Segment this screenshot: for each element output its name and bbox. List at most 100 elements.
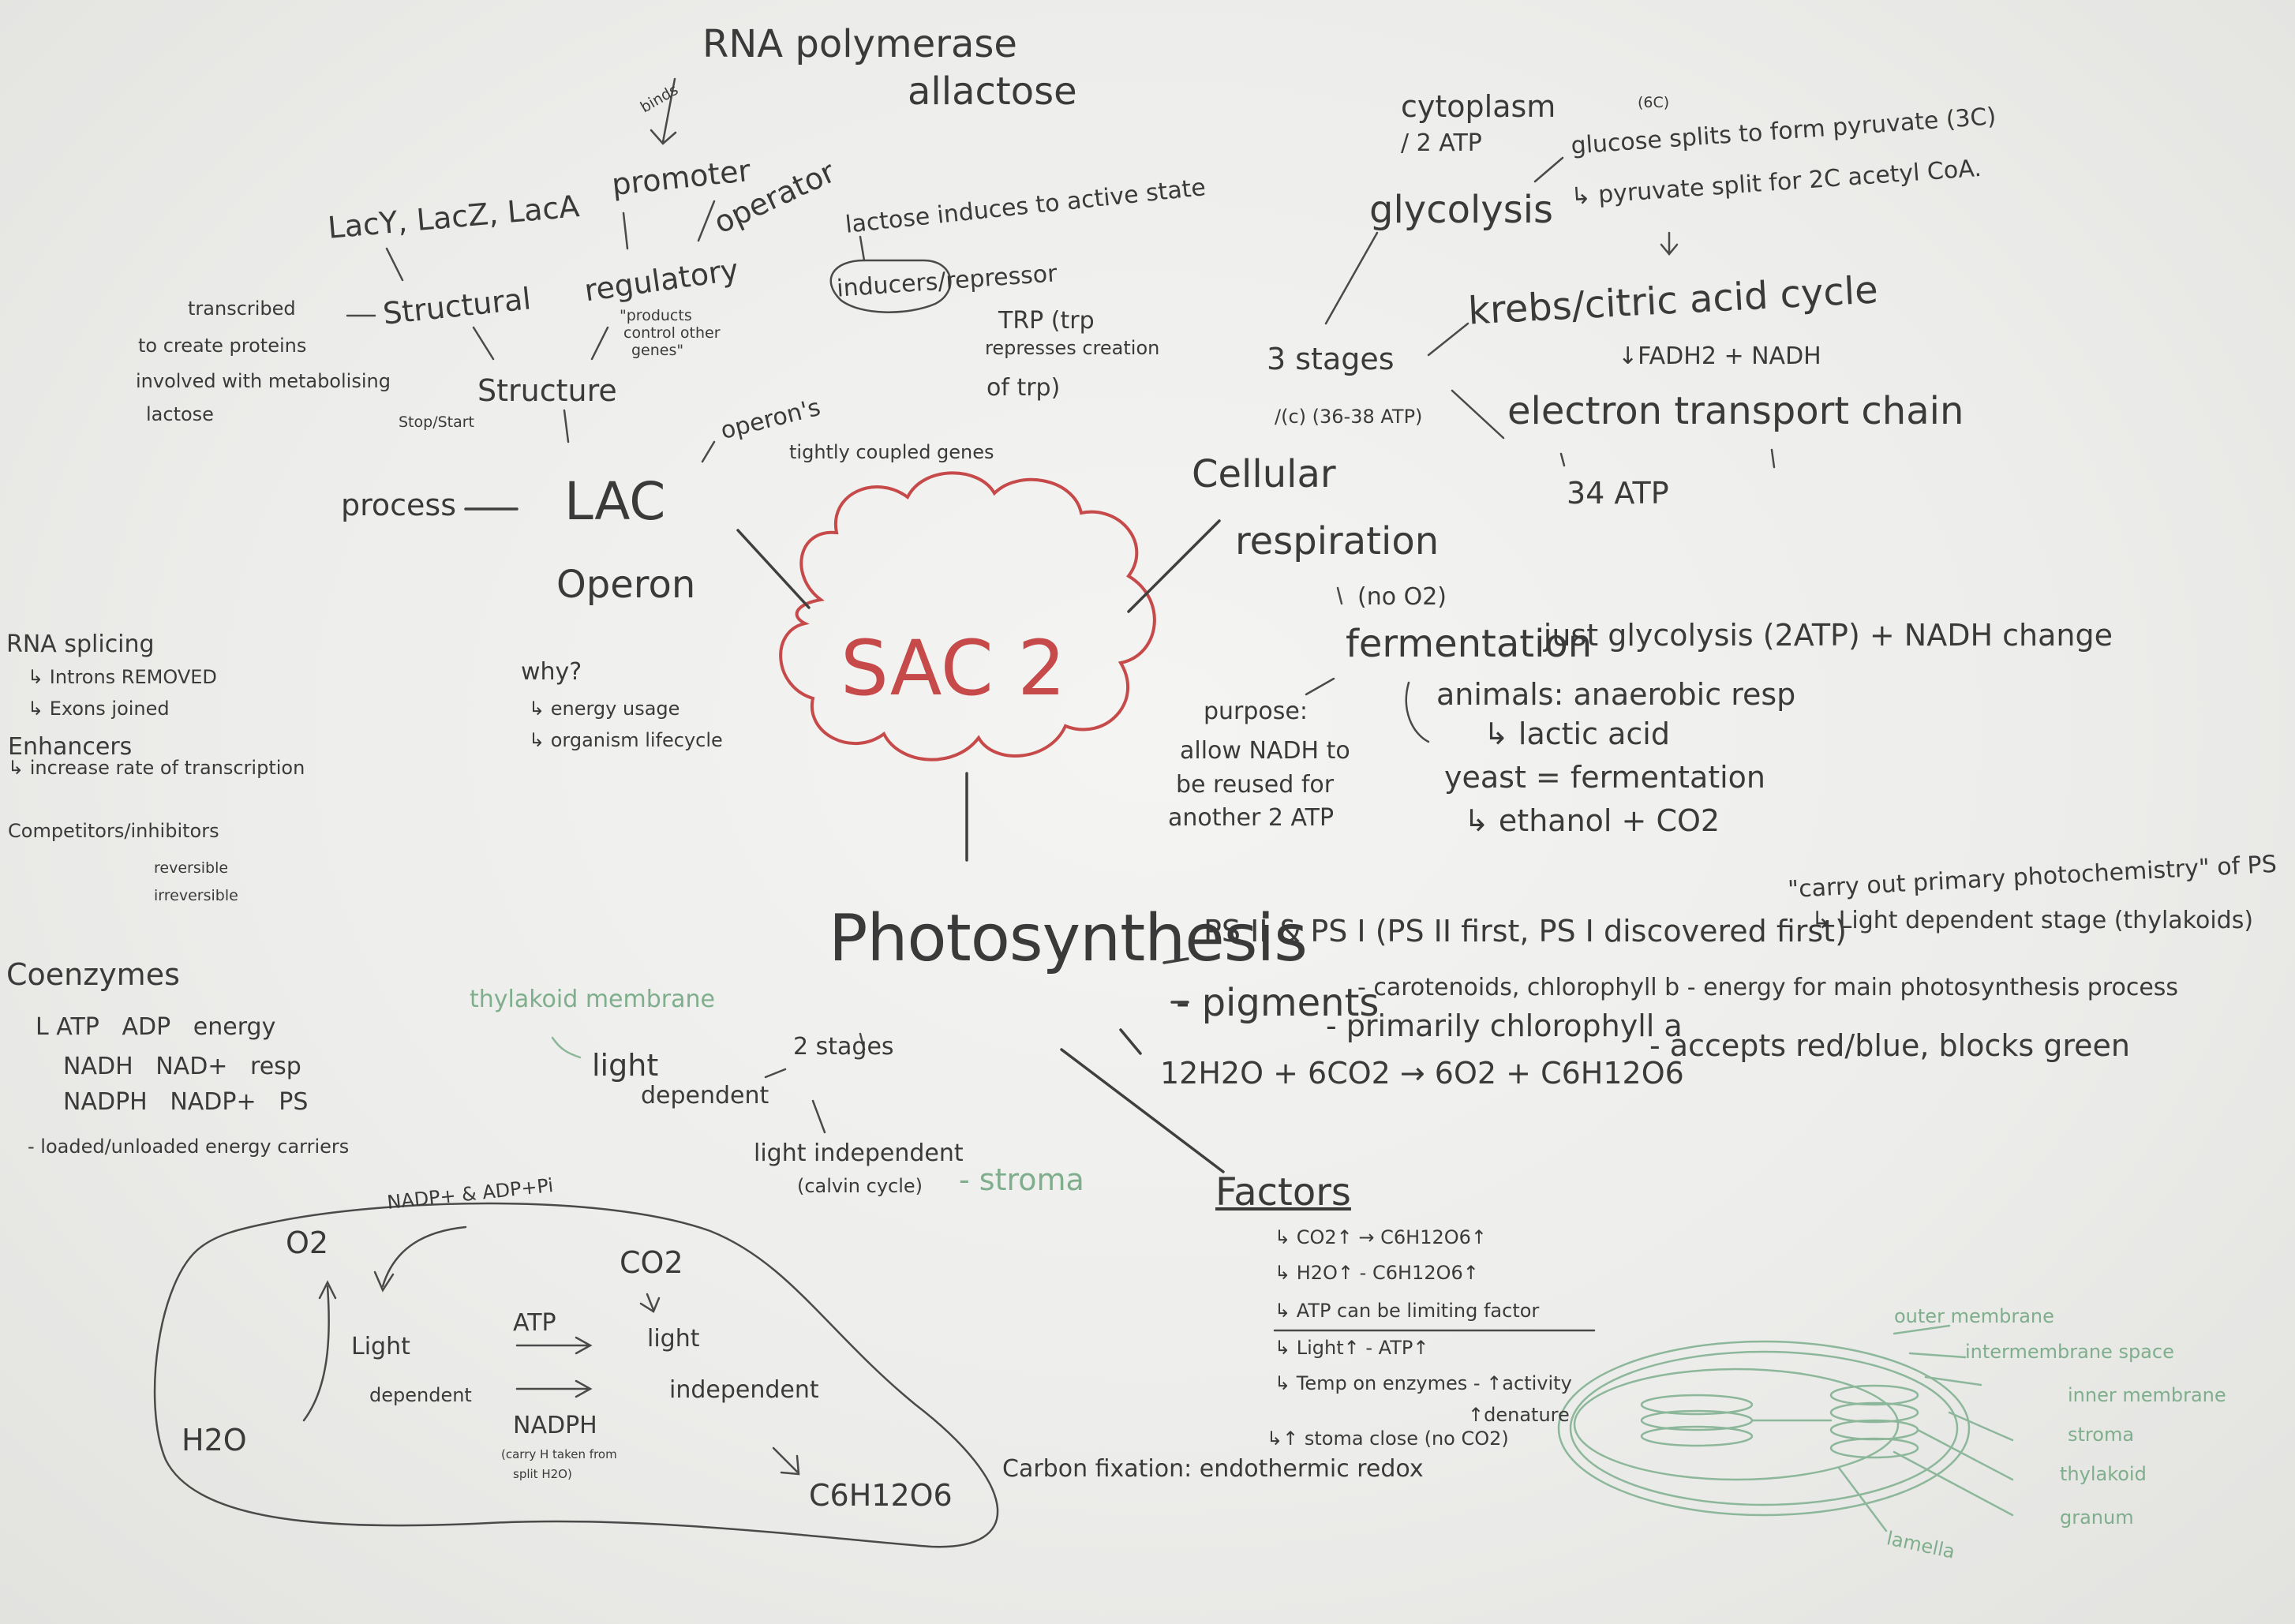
left-exons: ↳ Exons joined xyxy=(28,698,170,720)
chloro-intermembrane: intermembrane space xyxy=(1965,1341,2174,1363)
center-title: SAC 2 xyxy=(841,624,1066,713)
cycle-light-ind-1: light xyxy=(647,1325,700,1353)
cycle-light-dep-1: Light xyxy=(351,1333,410,1360)
resp-cytoplasm: cytoplasm xyxy=(1401,89,1556,124)
resp-fadh-nadh: ↓FADH2 + NADH xyxy=(1618,342,1821,370)
resp-ethanol: ↳ ethanol + CO2 xyxy=(1464,803,1720,838)
rnapol-promoter-arrow xyxy=(650,77,677,145)
lac-operon-label: Operon xyxy=(556,563,696,607)
pyruvate-krebs-arrow xyxy=(1660,231,1679,256)
photo-thylakoid-membrane: thylakoid membrane xyxy=(470,986,715,1013)
stages-lightind-line xyxy=(811,1099,826,1134)
resp-title-1: Cellular xyxy=(1192,452,1336,496)
resp-purpose-2: allow NADH to xyxy=(1180,737,1350,765)
photo-light-dep-stage: ↳ Light dependent stage (thylakoids) xyxy=(1811,907,2254,934)
h2o-to-o2-arrow xyxy=(302,1280,337,1422)
lac-why: why? xyxy=(521,658,582,686)
fermentation-animals-line xyxy=(1405,681,1430,743)
cycle-glucose: C6H12O6 xyxy=(809,1478,953,1513)
lac-tightly-coupled: tightly coupled genes xyxy=(789,441,994,463)
lac-products-1: "products xyxy=(620,307,692,324)
resp-glycolysis: glycolysis xyxy=(1369,188,1554,232)
etc-tick2 xyxy=(1770,448,1776,469)
left-coenzymes: Coenzymes xyxy=(6,957,180,992)
lac-allactose: allactose xyxy=(908,69,1077,114)
chloro-granum: granum xyxy=(2060,1506,2134,1529)
cycle-carry-1: (carry H taken from xyxy=(501,1447,617,1461)
resp-lactic-acid: ↳ lactic acid xyxy=(1484,717,1670,751)
nadp-return-arrow xyxy=(373,1225,467,1293)
lac-transcribed-4: lactose xyxy=(146,403,214,425)
structure-structural-line xyxy=(472,326,495,361)
thylakoid-arrow xyxy=(551,1036,582,1059)
photo-factors-line xyxy=(1060,1048,1225,1173)
photo-light-ind-1: light independent xyxy=(754,1139,964,1167)
resp-yeast: yeast = fermentation xyxy=(1444,760,1766,795)
resp-3-stages: 3 stages xyxy=(1267,342,1395,376)
stages-krebs-line xyxy=(1427,322,1469,357)
cycle-light-dep-2: dependent xyxy=(369,1384,472,1406)
lac-products-2: control other xyxy=(623,324,721,342)
structure-regulatory-line xyxy=(590,326,609,361)
regulatory-operator-line xyxy=(697,200,716,242)
photo-factor-4: ↳ Light↑ - ATP↑ xyxy=(1275,1337,1429,1359)
cycle-light-ind-2: independent xyxy=(669,1376,819,1404)
photo-stroma: - stroma xyxy=(959,1162,1084,1197)
chloroplast-sketch xyxy=(1557,1324,2014,1532)
chloro-stroma: stroma xyxy=(2068,1424,2135,1446)
stages-etc-line xyxy=(1451,389,1505,440)
inducers-to-lactose-line xyxy=(859,235,866,262)
cycle-carry-2: split H2O) xyxy=(513,1467,572,1481)
resp-stages-atp: /(c) (36-38 ATP) xyxy=(1275,406,1423,428)
resp-animals: animals: anaerobic resp xyxy=(1436,677,1796,712)
atp-arrow xyxy=(515,1336,593,1355)
photo-title: Photosynthesis xyxy=(829,901,1308,976)
resp-purpose-4: another 2 ATP xyxy=(1168,804,1335,832)
cycle-boundary xyxy=(153,1202,999,1548)
lac-title: LAC xyxy=(564,471,666,532)
lac-trp-1: TRP (trp xyxy=(998,307,1095,335)
resp-6c: (6C) xyxy=(1638,94,1670,111)
photo-factor-2: ↳ H2O↑ - C6H12O6↑ xyxy=(1275,1262,1479,1284)
left-introns: ↳ Introns REMOVED xyxy=(28,666,217,688)
lac-trp-3: of trp) xyxy=(987,374,1061,402)
photo-carbon-fixation: Carbon fixation: endothermic redox xyxy=(1002,1455,1424,1483)
photo-factor-7: ↳↑ stoma close (no CO2) xyxy=(1267,1428,1509,1450)
branch-to-respiration xyxy=(1127,519,1221,613)
lac-rna-polymerase: RNA polymerase xyxy=(702,22,1017,66)
photo-accepts: - accepts red/blue, blocks green xyxy=(1649,1028,2130,1063)
cycle-co2: CO2 xyxy=(620,1245,683,1280)
lac-structure-line xyxy=(563,409,570,443)
photo-primarily: - primarily chlorophyll a xyxy=(1326,1008,1683,1043)
stages-lightdep-line xyxy=(764,1068,787,1079)
photo-factor-5: ↳ Temp on enzymes - ↑activity xyxy=(1275,1372,1572,1394)
cycle-atp: ATP xyxy=(513,1309,556,1337)
inducers-bubble xyxy=(829,259,952,313)
photo-pigments: - pigments xyxy=(1176,981,1380,1025)
photo-factors: Factors xyxy=(1215,1170,1351,1214)
regulatory-promoter-line xyxy=(622,211,629,250)
left-loaded: - loaded/unloaded energy carriers xyxy=(28,1136,350,1158)
resp-purpose-1: purpose: xyxy=(1204,698,1308,725)
resp-purpose-3: be reused for xyxy=(1176,771,1335,799)
photo-equation: 12H2O + 6CO2 → 6O2 + C6H12O6 xyxy=(1160,1056,1684,1091)
resp-just-glycolysis: - just glycolysis (2ATP) + NADH change xyxy=(1523,618,2113,653)
lac-transcribed-3: involved with metabolising xyxy=(136,370,391,392)
photo-factor-6: ↑denature xyxy=(1468,1404,1570,1426)
photo-stages-line xyxy=(859,1032,866,1051)
cycle-o2: O2 xyxy=(286,1225,329,1260)
cycle-nadph: NADPH xyxy=(513,1412,597,1439)
photo-equation-line xyxy=(1119,1028,1142,1055)
lac-products-3: genes" xyxy=(631,342,684,359)
left-rna-splicing: RNA splicing xyxy=(6,631,155,658)
lac-transcribed-1: transcribed xyxy=(188,297,296,320)
fermentation-purpose-line xyxy=(1305,677,1335,696)
chloro-outer-membrane: outer membrane xyxy=(1894,1305,2054,1327)
resp-title-2: respiration xyxy=(1235,519,1440,563)
chloro-inner-membrane: inner membrane xyxy=(2068,1384,2226,1406)
left-enhancers: Enhancers xyxy=(8,733,133,761)
photo-ps: PS II & PS I (PS II first, PS I discover… xyxy=(1204,914,1847,949)
photo-2-stages: 2 stages xyxy=(793,1033,894,1061)
